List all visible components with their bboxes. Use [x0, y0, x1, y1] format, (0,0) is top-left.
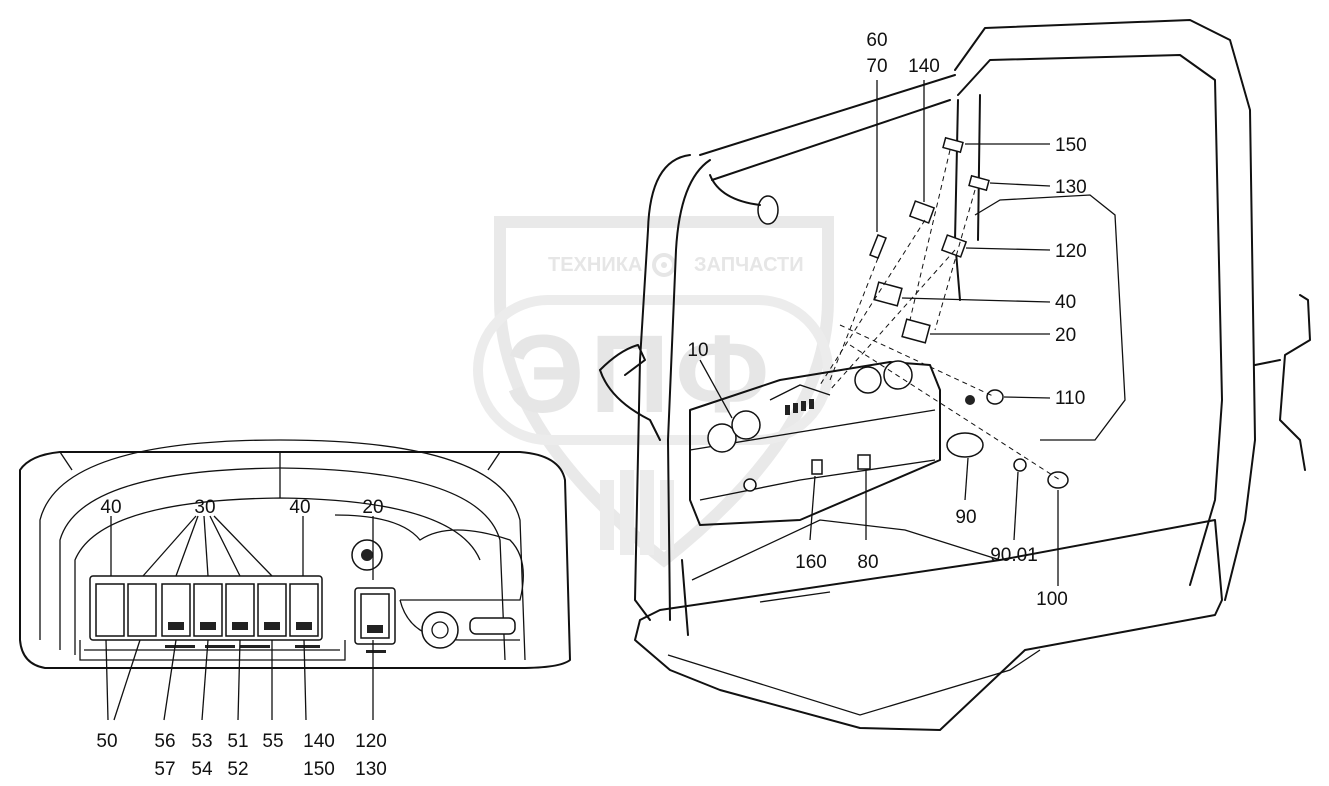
callout-10: 10 [687, 340, 708, 361]
callout-80: 80 [857, 552, 878, 573]
callout-20: 20 [1055, 325, 1076, 346]
watermark-right-word: ЗАПЧАСТИ [694, 254, 804, 276]
switch-53-54 [193, 583, 223, 637]
callout-40: 40 [1055, 292, 1076, 313]
callout-90: 90 [955, 507, 976, 528]
switch-50-57 [95, 583, 125, 637]
label-54: 54 [191, 759, 213, 780]
label-50: 50 [96, 731, 117, 752]
callout-110: 110 [1055, 388, 1085, 409]
label-56: 56 [154, 731, 175, 752]
callout-90-01: 90.01 [990, 545, 1038, 566]
callout-130: 130 [1055, 177, 1087, 198]
watermark-left-word: ТЕХНИКА [548, 254, 642, 276]
label-57: 57 [154, 759, 175, 780]
callout-150: 150 [1055, 135, 1087, 156]
watermark-sheaf [600, 470, 674, 555]
label-30: 30 [194, 497, 215, 518]
label-40-right: 40 [289, 497, 310, 518]
callout-160: 160 [795, 552, 827, 573]
label-150-detail: 150 [303, 759, 335, 780]
label-51: 51 [227, 731, 248, 752]
callout-100: 100 [1036, 589, 1068, 610]
callout-120: 120 [1055, 241, 1087, 262]
label-130-detail: 130 [355, 759, 387, 780]
cab-main-view: 60 70 140 150 130 120 40 20 110 10 90 90… [599, 19, 1311, 731]
gear-icon [652, 253, 676, 277]
label-52: 52 [227, 759, 248, 780]
label-20-detail: 20 [362, 497, 383, 518]
label-40-left: 40 [100, 497, 121, 518]
watermark-logo-letters: ЭПФ [506, 313, 775, 436]
dashboard-detail-view: 40 30 40 20 50 56 53 51 55 140 120 57 54… [19, 439, 571, 780]
callout-140: 140 [908, 56, 940, 77]
watermark: ТЕХНИКА ЗАПЧАСТИ ЭПФ [473, 216, 834, 568]
callout-60: 60 [866, 30, 887, 51]
label-140-detail: 140 [303, 731, 335, 752]
label-120-detail: 120 [355, 731, 387, 752]
label-53: 53 [191, 731, 212, 752]
callout-70: 70 [866, 56, 887, 77]
label-55: 55 [262, 731, 283, 752]
switch-50b [127, 583, 157, 637]
